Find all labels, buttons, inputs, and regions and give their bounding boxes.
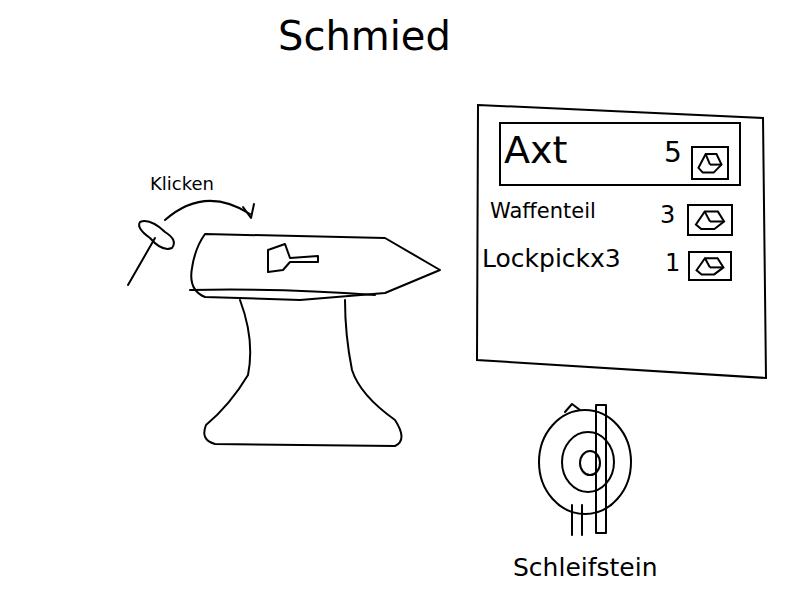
grindstone-frame [596, 405, 606, 533]
stone-icon [692, 147, 728, 179]
item-name: Lockpickx3 [482, 245, 621, 273]
station-label: Schleifstein [513, 554, 658, 582]
item-name: Waffenteil [490, 200, 596, 223]
action-hint: Klicken [150, 174, 214, 194]
anvil-base [204, 300, 401, 446]
grindstone-leg [571, 505, 573, 535]
item-cost: 1 [665, 250, 680, 276]
selected-item-box: Axt 5 [499, 122, 741, 186]
hammer-head [139, 221, 174, 249]
stone-icon [688, 205, 732, 235]
grindstone-top [565, 404, 580, 412]
item-name: Axt [504, 130, 567, 172]
anvil-mark [268, 244, 318, 272]
hammer-handle [128, 238, 155, 285]
item-cost: 3 [660, 202, 675, 228]
item-cost: 5 [664, 138, 682, 169]
click-arrowhead [243, 204, 254, 218]
grindstone-wheel [539, 410, 631, 514]
recipe-panel: Waffenteil 3Lockpickx3 1 Axt 5 [476, 104, 768, 380]
anvil-band [190, 290, 375, 295]
click-arrow [165, 201, 250, 220]
stone-icon [689, 252, 731, 280]
grindstone-leg [581, 505, 583, 535]
screen-title: Schmied [278, 14, 451, 58]
